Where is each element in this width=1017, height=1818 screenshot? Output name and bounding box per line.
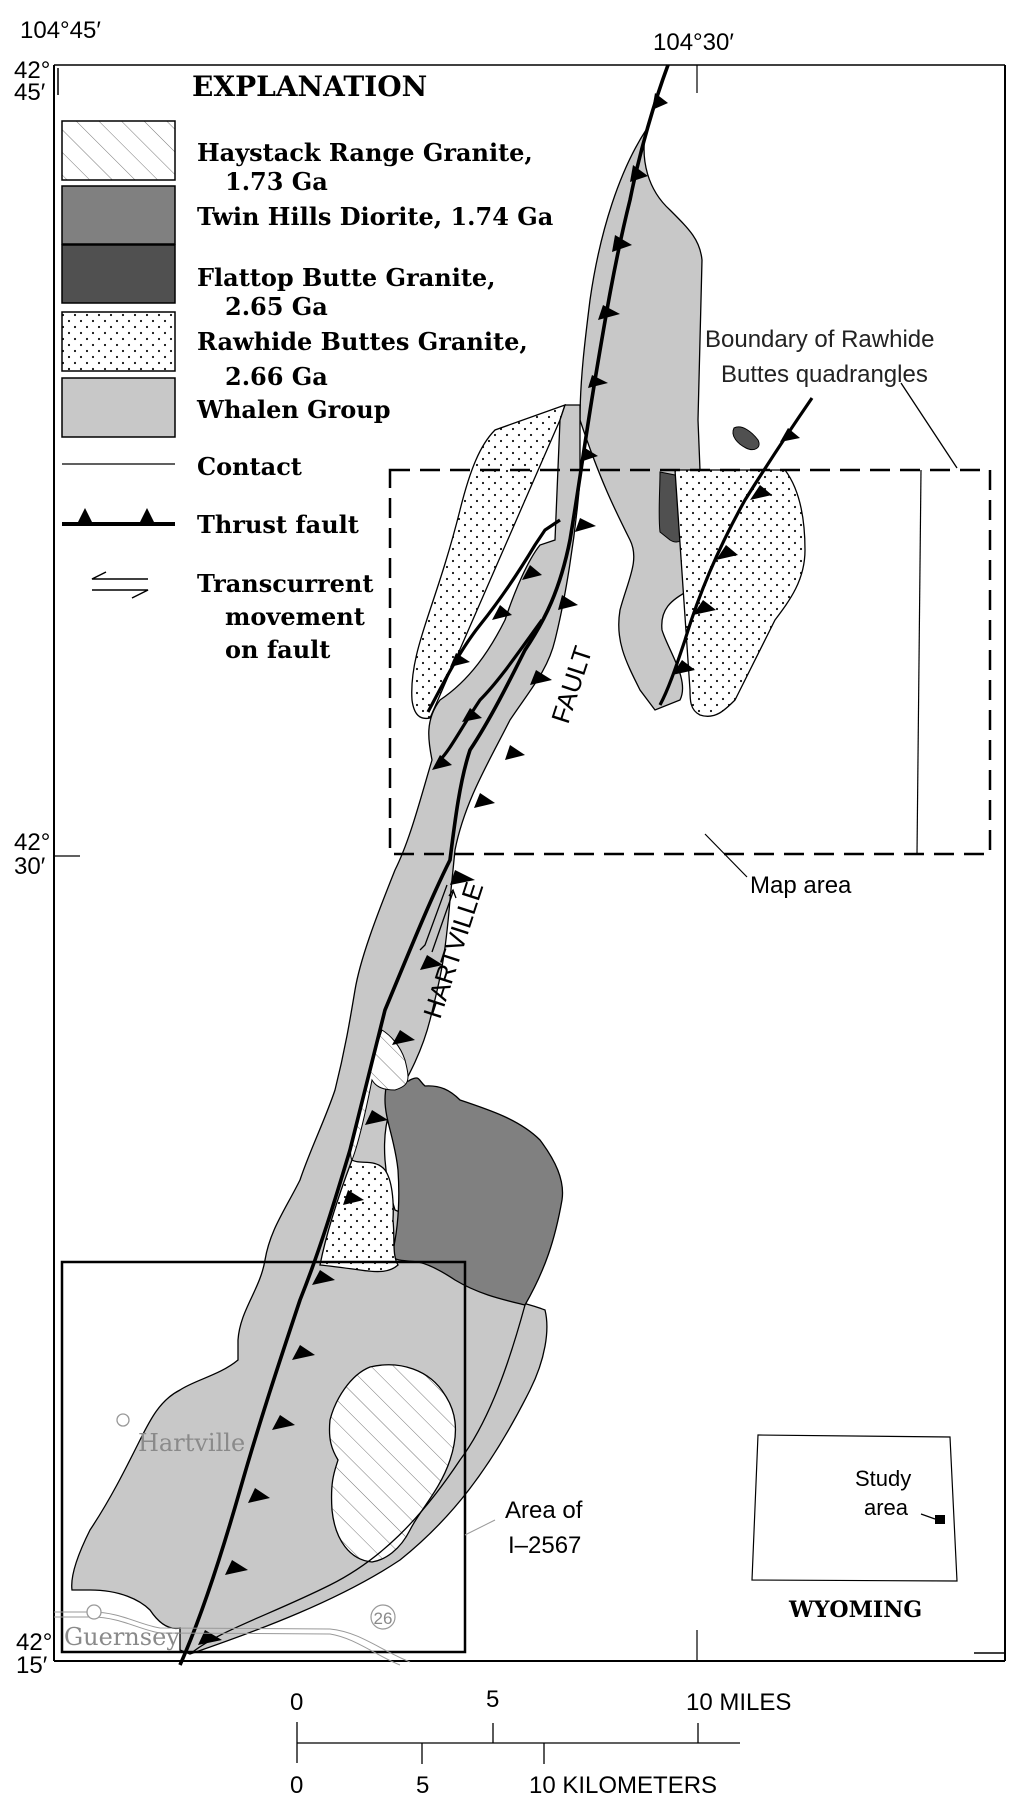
boundary-label-line1: Boundary of Rawhide (705, 326, 934, 353)
legend-swatch-whalen (61, 377, 176, 438)
rawhide-buttes-south (319, 1159, 399, 1273)
rawhide-buttes-west (411, 403, 567, 720)
map-frame (53, 64, 1006, 1662)
legend-haystack-line1: Haystack Range Granite, (197, 138, 533, 167)
legend-swatch-flattop (61, 244, 176, 304)
route-shield-icon (370, 1604, 396, 1630)
transcurrent-arrows-map (419, 884, 457, 953)
scale-miles-10: 10 MILES (686, 1689, 791, 1716)
lat-mid-min: 30′ (14, 853, 46, 880)
map-area-box (388, 382, 992, 878)
thrust-teeth (198, 93, 800, 1645)
legend-unit-labels: Haystack Range Granite, 1.73 Ga Twin Hil… (196, 138, 553, 424)
legend-rawhide-line2: 2.66 Ga (225, 362, 328, 391)
flattop-butte-small (732, 426, 760, 451)
legend-thrust-label: Thrust fault (197, 510, 359, 539)
town-hartville: Hartville (138, 1429, 245, 1457)
legend-swatch-haystack (61, 120, 176, 181)
legend-thrust-fault-icon (62, 508, 175, 526)
wyoming-inset: Study area WYOMING (751, 1434, 958, 1623)
whalen-main-strip (71, 404, 581, 1655)
scale-km-10: 10 KILOMETERS (529, 1772, 717, 1799)
fault-label-fault: FAULT (545, 642, 598, 726)
inner-thrust-fault (438, 619, 544, 762)
scale-km-5: 5 (416, 1772, 429, 1799)
scale-bar (296, 1722, 740, 1764)
whalen-southeast-edge (189, 1304, 526, 1655)
boundary-label-line2: Buttes quadrangles (721, 361, 928, 388)
haystack-range-granite (328, 1364, 457, 1563)
legend-transcurrent-line1: Transcurrent (197, 569, 373, 598)
legend-title: EXPLANATION (192, 70, 427, 103)
eastern-thrust-fault (658, 397, 814, 706)
legend-flattop-line2: 2.65 Ga (225, 292, 328, 321)
lat-top-deg: 42° (14, 57, 50, 84)
lat-bottom-deg: 42° (16, 1629, 52, 1656)
lat-top-min: 45′ (14, 79, 46, 106)
hartville-thrust-fault (178, 64, 670, 1666)
lat-bottom-min: 15′ (16, 1652, 48, 1679)
lon-label-104-45: 104°45′ (20, 17, 101, 44)
legend-transcurrent-line2: movement (225, 602, 365, 631)
guernsey-town-icon (86, 1604, 102, 1620)
area-of-label-line2: I–2567 (508, 1532, 581, 1559)
study-area-marker-icon (935, 1515, 945, 1524)
legend-flattop-line1: Flattop Butte Granite, (197, 263, 496, 292)
scale-miles-0: 0 (290, 1689, 303, 1716)
legend-rawhide-line1: Rawhide Buttes Granite, (197, 327, 528, 356)
lat-mid-deg: 42° (14, 829, 50, 856)
western-thrust-fault (426, 518, 561, 713)
wyoming-outline (751, 1434, 958, 1582)
hartville-town-icon (116, 1413, 130, 1427)
map-area-label: Map area (750, 872, 852, 899)
rawhide-buttes-east (674, 469, 806, 717)
town-guernsey: Guernsey (64, 1623, 180, 1651)
legend-twin-hills: Twin Hills Diorite, 1.74 Ga (197, 202, 553, 231)
legend-contact-label: Contact (197, 452, 302, 481)
scale-km-0: 0 (290, 1772, 303, 1799)
legend-haystack-line2: 1.73 Ga (225, 167, 328, 196)
road-us-26 (54, 1611, 411, 1666)
area-of-label-line1: Area of (505, 1497, 583, 1524)
scale-labels: 0 5 10 MILES 0 5 10 KILOMETERS (290, 1686, 791, 1799)
legend-whalen: Whalen Group (196, 395, 391, 424)
legend-swatch-rawhide (61, 311, 176, 372)
scale-miles-5: 5 (486, 1686, 499, 1713)
lon-label-104-30: 104°30′ (653, 29, 734, 56)
wyoming-label: WYOMING (788, 1597, 922, 1623)
area-i2567-box (60, 1260, 496, 1654)
legend-transcurrent-line3: on fault (225, 635, 330, 664)
twin-hills-diorite (384, 1060, 564, 1306)
route-number: 26 (374, 1609, 393, 1628)
legend-swatch-twin-hills (61, 185, 176, 245)
study-area-label-line1: Study (855, 1466, 911, 1491)
study-area-label-line2: area (864, 1495, 909, 1520)
legend-transcurrent-icon (91, 571, 149, 599)
